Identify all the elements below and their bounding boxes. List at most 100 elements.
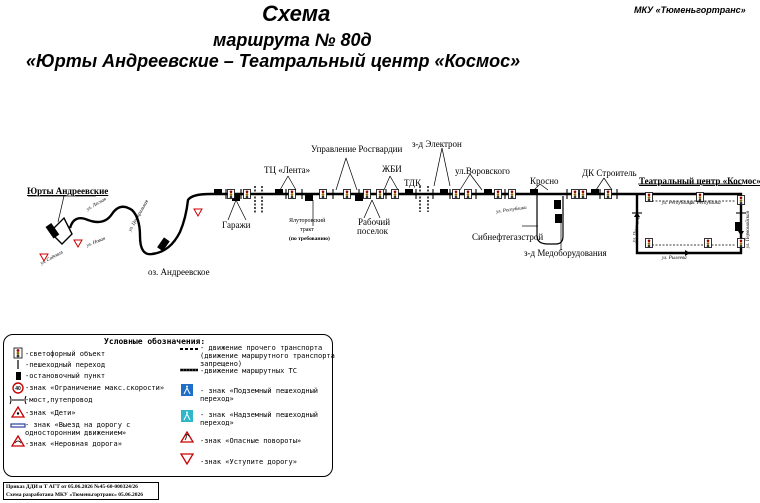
traffic-light-icon: [391, 189, 399, 199]
legend-item-bridge: -мост,путепровод: [25, 396, 93, 404]
start-terminal-label: Юрты Андреевские: [27, 186, 109, 196]
legend-item-route-line: -движение маршрутных ТС: [200, 367, 297, 375]
legend-box: [3, 334, 333, 477]
traffic-light-icon: [288, 189, 296, 199]
legend-icons-left: 40: [9, 347, 27, 447]
bus-stop-icon: [591, 189, 599, 195]
bridge-icon: [9, 395, 27, 405]
stop-label-rosgvardiya: Управление Росгвардии: [311, 144, 403, 154]
traffic-light-icon: [737, 238, 745, 248]
route-map: [28, 147, 746, 263]
stop-label-medoborudovaniya: з-д Медоборудования: [524, 248, 607, 258]
bus-stop-icon: [484, 189, 492, 195]
route-line: [49, 186, 743, 256]
traffic-light-icon: [13, 347, 23, 359]
stop-label-rabochiy-1: Рабочий: [358, 217, 391, 227]
stop-leader-lines: [28, 147, 742, 250]
stop-label-elektron: з-д Электрон: [412, 139, 462, 149]
route-number: маршрута № 80д: [213, 30, 372, 50]
bus-stop-icon: [554, 200, 561, 209]
bus-stop-icon: [440, 189, 448, 195]
stop-label-oz-andreevskoe: оз. Андреевское: [148, 267, 210, 277]
bus-stop-icon: [555, 214, 562, 223]
traffic-light-icon: [737, 195, 745, 205]
traffic-light-icon: [579, 189, 587, 199]
bus-stop-icon: [405, 189, 413, 195]
direction-arrows: [634, 212, 744, 256]
bus-stop-icon: [157, 237, 170, 252]
yield-sign-icon: [39, 253, 49, 263]
speed-limit-icon: 40: [12, 382, 24, 394]
traffic-light-icon: [319, 189, 327, 199]
overhead-crossing-icon: [181, 410, 193, 422]
dangerous-turns-icon: [179, 430, 195, 443]
street-label-ryleeva: ул. Рылеева: [662, 256, 687, 261]
stop-label-yalutorovsky-note: (по требованию): [289, 236, 330, 242]
legend-item-rough-road: -знак «Неровная дорога»: [25, 440, 122, 448]
children-sign-icon: [10, 405, 26, 418]
street-label-respubliki-2: ул. Республики: [662, 201, 693, 206]
stop-label-yalutorovsky-2: тракт: [300, 227, 314, 233]
traffic-light-icon: [464, 189, 472, 199]
bus-stop-icon: [530, 189, 538, 195]
bus-stop-icon: [45, 222, 60, 239]
footer-box: [3, 482, 159, 500]
legend-item-dangerous-turns: -знак «Опасные повороты»: [200, 437, 302, 445]
traffic-light-icon: [604, 189, 612, 199]
stop-label-zhbi: ЖБИ: [382, 164, 402, 174]
footer-developer: Схема разработана МКУ «Тюменьгортранс» 0…: [6, 492, 144, 498]
yield-sign-icon: [73, 239, 83, 249]
street-label-pervomayskaya: ул. Первомайская: [746, 211, 751, 248]
yield-sign-icon: [193, 208, 203, 218]
stop-label-garazhi: Гаражи: [222, 220, 251, 230]
bus-stop-icon: [735, 222, 742, 231]
legend-item-overhead-crossing: - знак «Надземный пешеходный переход»: [200, 411, 319, 427]
traffic-light-icon: [343, 189, 351, 199]
diagram-title: Схема: [262, 1, 331, 26]
end-terminal-label: Театральный центр «Космос»: [639, 176, 760, 186]
legend-item-bus-stop: -остановочный пункт: [25, 372, 106, 380]
bus-stop-icon: [305, 195, 313, 201]
bus-stop-icon: [16, 372, 21, 380]
yield-sign-icon: [179, 453, 195, 466]
traffic-light-icon: [508, 189, 516, 199]
traffic-light-icon: [227, 189, 235, 199]
route-name: «Юрты Андреевские – Театральный центр «К…: [26, 51, 521, 71]
traffic-light-icon: [704, 238, 712, 248]
footer-order: Приказ ДДИ и Т АГТ от 05.06.2026 №45-60-…: [6, 484, 138, 490]
legend-item-speed-limit: -знак «Ограничение макс.скорости»: [25, 384, 165, 392]
traffic-light-icon: [571, 189, 579, 199]
stop-label-tdk: ТДК: [404, 178, 422, 188]
bus-stop-icon: [214, 189, 222, 195]
legend-item-yield: -знак «Уступите дорогу»: [200, 458, 297, 466]
traffic-light-icon: [645, 238, 653, 248]
legend-title: Условные обозначения:: [104, 337, 206, 346]
stop-label-sibneftegazstroy: Сибнефтегазстрой: [472, 232, 544, 242]
legend-item-one-way-exit: - знак «Выезд на дорогу с односторонним …: [25, 421, 131, 437]
street-label-respubliki-3: ул. Республики: [690, 201, 721, 206]
legend-item-traffic-light: -светофорный объект: [25, 350, 106, 358]
stop-label-lenta: ТЦ «Лента»: [264, 165, 311, 175]
stop-label-stroitel: ДК Строитель: [582, 168, 637, 178]
stop-label-krosno: Кросно: [530, 176, 559, 186]
traffic-light-icon: [376, 189, 384, 199]
legend-item-other-traffic: - движение прочего транспорта (движение …: [200, 344, 335, 368]
traffic-light-icon: [363, 189, 371, 199]
traffic-light-icon: [645, 192, 653, 202]
bus-stop-icon: [275, 189, 283, 195]
traffic-light-icon: [243, 189, 251, 199]
organization-name: МКУ «Тюменьгортранс»: [634, 5, 746, 15]
legend-item-underground-crossing: - знак «Подземный пешеходный переход»: [200, 387, 319, 403]
legend-item-children: -знак «Дети»: [25, 409, 76, 417]
legend-icons-right: [179, 348, 198, 466]
rough-road-icon: [10, 434, 26, 447]
legend-item-crosswalk: -пешеходный переход: [25, 361, 106, 369]
one-way-exit-icon: [10, 423, 26, 428]
stop-label-yalutorovsky-1: Ялуторовский: [289, 218, 326, 224]
stop-label-rabochiy-2: поселок: [357, 226, 389, 236]
underground-crossing-icon: [181, 384, 193, 396]
svg-text:40: 40: [15, 386, 21, 392]
traffic-light-icon: [452, 189, 460, 199]
yield-signs: [39, 208, 203, 263]
stop-label-vorovskogo: ул.Воровского: [455, 166, 510, 176]
